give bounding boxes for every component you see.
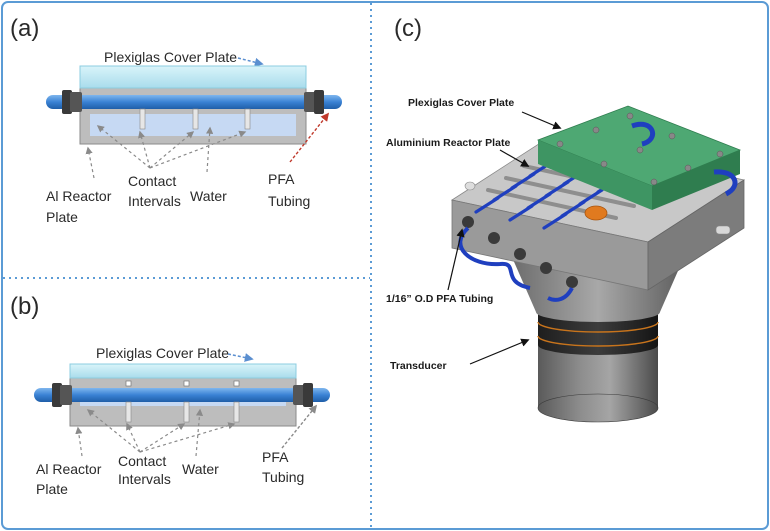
reactor-side-port (464, 181, 476, 191)
transducer-bottom-rim (537, 393, 659, 423)
panel-b: (b) Plexiglas Cover Plate Al Reactor Pla… (10, 293, 330, 497)
panel-c-transducer-label: Transducer (390, 360, 447, 372)
front-tubing (458, 226, 531, 290)
panel-c-tag: (c) (394, 15, 422, 42)
panel-a-cover-arrow (237, 57, 264, 67)
front-fittings (462, 216, 578, 288)
panel-a-water-label: Water (190, 188, 227, 204)
panel-b-al-reactor-line1: Al Reactor (36, 461, 102, 477)
panel-b-contact-line2: Intervals (118, 471, 171, 487)
panel-c-cover-arrow (521, 111, 562, 130)
panel-b-leaders (75, 408, 236, 457)
panel-c-transducer-arrow (469, 338, 530, 365)
panel-a-pfa-line1: PFA (268, 171, 295, 187)
green-plate-side (652, 150, 740, 210)
panel-b-contact-square-1 (125, 380, 132, 387)
front-tubing-end (547, 287, 574, 302)
panel-a-cover-plate (79, 65, 307, 89)
green-plate-screws (556, 112, 724, 186)
panel-c-reactor-label: Aluminium Reactor Plate (386, 137, 510, 149)
panel-a-contact-pin-3 (244, 108, 251, 130)
reactor-block-right-face (647, 179, 745, 291)
panel-b-contact-square-2 (183, 380, 190, 387)
panel-b-pfa-line2: Tubing (262, 469, 304, 485)
panel-a-pfa-tube (46, 95, 342, 109)
panel-b-cover-plate (69, 363, 297, 379)
panel-a-contact-pin-1 (139, 108, 146, 130)
panel-c-reactor-arrow (499, 149, 530, 167)
panel-b-tag: (b) (10, 293, 39, 320)
green-plate-front (538, 140, 652, 210)
reactor-center-sample (584, 205, 608, 221)
panel-a-pfa-arrow (289, 112, 330, 163)
transducer-band-stripe-2 (537, 335, 659, 347)
panel-a: (a) Plexiglas Cover Plate Al Reactor (10, 15, 342, 225)
panel-b-fitting-right-outer (303, 383, 313, 407)
panel-b-fitting-left-outer (52, 383, 62, 407)
panel-b-contact-pin-2 (183, 401, 190, 423)
panel-b-contact-line1: Contact (118, 453, 166, 469)
panel-b-fitting-left-inner (60, 385, 72, 405)
panel-b-contact-square-3 (233, 380, 240, 387)
panel-a-fitting-right-inner (304, 92, 316, 112)
panel-c: (c) (386, 15, 746, 423)
panel-a-contact-pin-2 (192, 108, 199, 130)
panel-b-cover-arrow (227, 353, 254, 362)
right-fitting (715, 225, 731, 235)
panel-a-fitting-right-outer (314, 90, 324, 114)
panel-b-fitting-right-inner (293, 385, 305, 405)
panel-c-cover-label: Plexiglas Cover Plate (408, 97, 514, 109)
panel-a-contact-line1: Contact (128, 173, 176, 189)
panel-a-tag: (a) (10, 15, 39, 42)
tubing-loop-top (631, 121, 655, 147)
panel-a-fitting-left-inner (70, 92, 82, 112)
panel-a-al-reactor-line1: Al Reactor (46, 188, 112, 204)
panel-b-pfa-arrow (281, 404, 318, 449)
panel-b-pfa-tube (34, 388, 330, 402)
panel-a-pfa-line2: Tubing (268, 193, 310, 209)
panel-b-contact-pin-1 (125, 401, 132, 423)
panel-a-leaders (85, 125, 247, 179)
panel-b-cover-label: Plexiglas Cover Plate (96, 345, 229, 361)
panel-c-tubing-label: 1/16” O.D PFA Tubing (386, 293, 493, 305)
tubing-loop-right (713, 169, 738, 197)
panel-b-water-label: Water (182, 461, 219, 477)
panel-b-al-reactor-line2: Plate (36, 481, 68, 497)
transducer-band-stripe-1 (537, 321, 659, 333)
panel-a-cover-label: Plexiglas Cover Plate (104, 49, 237, 65)
panel-a-al-reactor-line2: Plate (46, 209, 78, 225)
panel-a-fitting-left-outer (62, 90, 72, 114)
panel-a-contact-line2: Intervals (128, 193, 181, 209)
panel-c-tubing-arrow (447, 228, 465, 291)
panel-b-pfa-line1: PFA (262, 449, 289, 465)
panel-b-contact-pin-3 (233, 401, 240, 423)
